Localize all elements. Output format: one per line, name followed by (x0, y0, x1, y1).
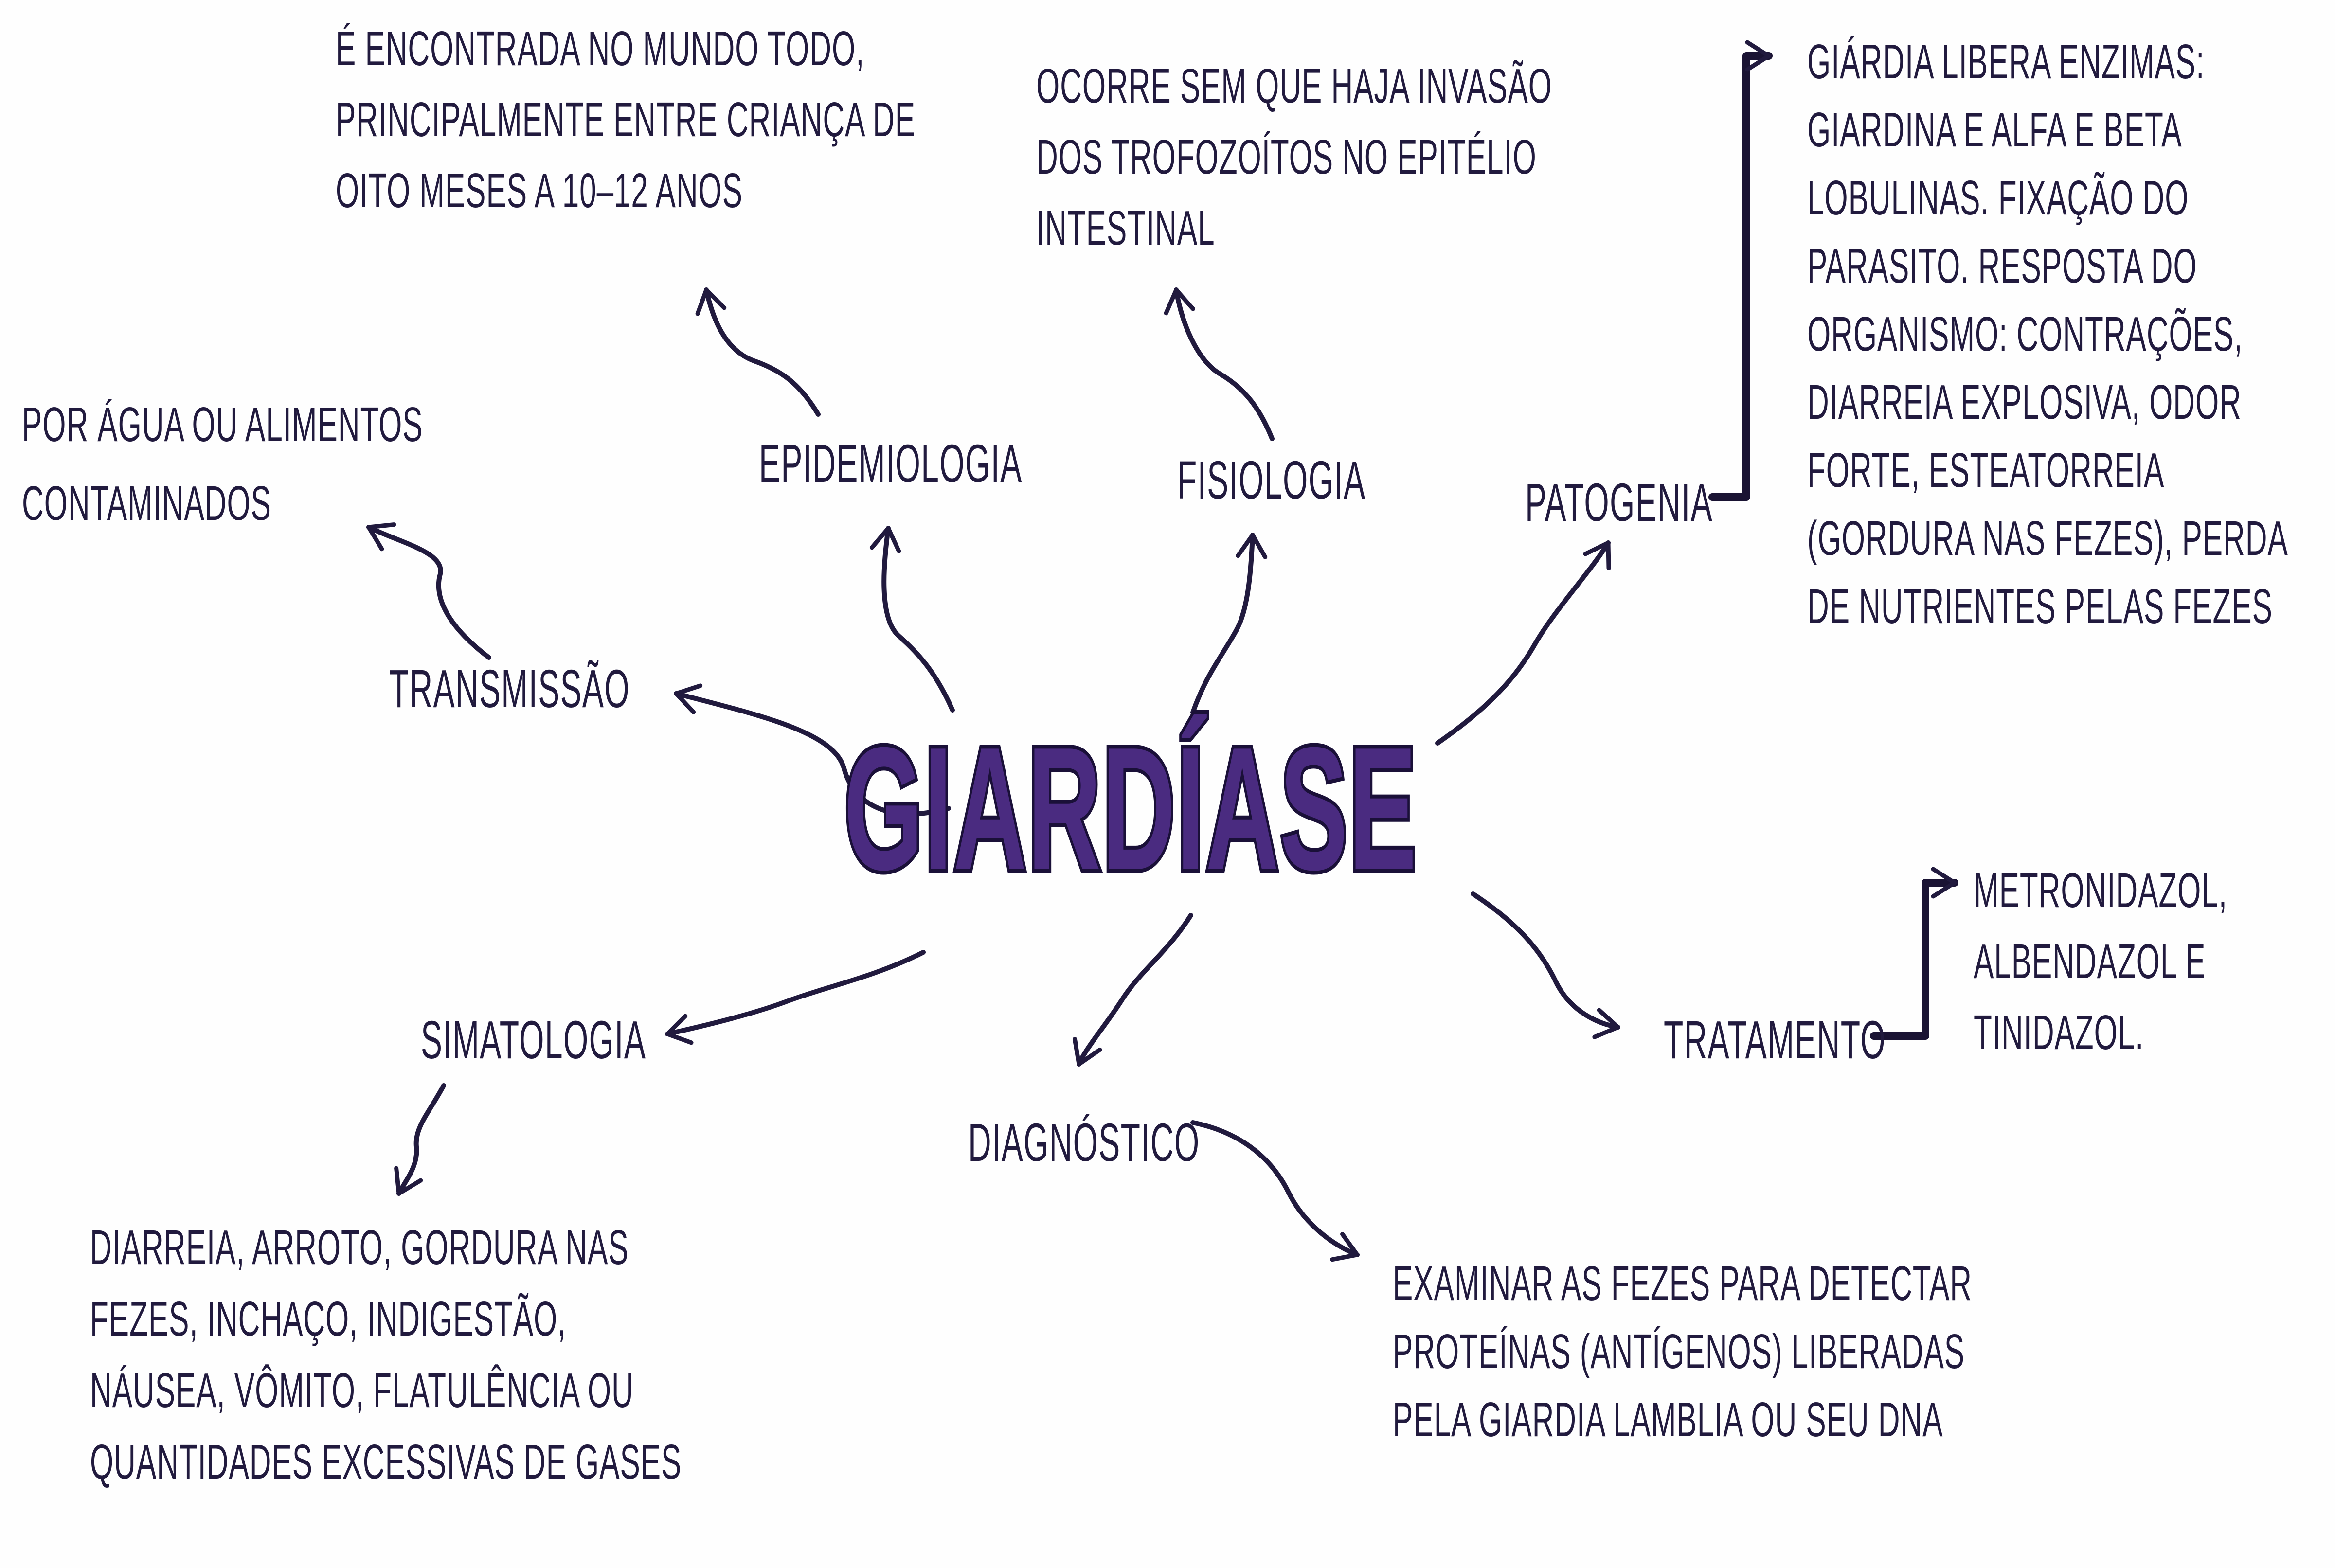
note-line: INTESTINAL (1036, 201, 1215, 255)
note-patogenia: GIÁRDIA LIBERA ENZIMAS: GIARDINA E ALFA … (1807, 28, 2288, 641)
arrow-transmissao-to-note (366, 522, 491, 660)
note-line: DOS TROFOZOÍTOS NO EPITÉLIO (1036, 130, 1537, 184)
note-line: DE NUTRIENTES PELAS FEZES (1807, 579, 2273, 634)
branch-simatologia: SIMATOLOGIA (421, 1010, 647, 1070)
arrow-fisiologia-to-note (1164, 287, 1275, 441)
note-line: LOBULINAS. FIXAÇÃO DO (1807, 171, 2189, 225)
arrow-epidemiologia-to-note (695, 287, 821, 417)
arrow-diagnostico-to-note (1190, 1120, 1360, 1262)
central-topic-text: GIARDÍASE (844, 711, 1418, 907)
branch-fisiologia: FISIOLOGIA (1177, 450, 1366, 510)
note-line: PELA GIARDIA LAMBLIA OU SEU DNA (1393, 1392, 1943, 1447)
note-line: CONTAMINADOS (22, 476, 271, 531)
connector-patogenia-to-note (1708, 40, 1773, 501)
arrow-simatologia-to-note (394, 1083, 446, 1196)
arrow-center-to-epidemiologia (869, 526, 955, 713)
note-line: ORGANISMO: CONTRAÇÕES, (1807, 307, 2243, 361)
note-line: QUANTIDADES EXCESSIVAS DE GASES (90, 1435, 682, 1489)
note-line: GIÁRDIA LIBERA ENZIMAS: (1807, 35, 2205, 89)
note-line: DIARREIA, ARROTO, GORDURA NAS (90, 1220, 629, 1275)
note-diagnostico: EXAMINAR AS FEZES PARA DETECTAR PROTEÍNA… (1393, 1249, 1972, 1454)
note-transmissao: POR ÁGUA OU ALIMENTOS CONTAMINADOS (22, 385, 423, 543)
note-line: PROTEÍNAS (ANTÍGENOS) LIBERADAS (1393, 1324, 1965, 1379)
branch-diagnostico: DIAGNÓSTICO (968, 1113, 1200, 1173)
arrow-center-to-simatologia (665, 950, 926, 1045)
note-line: OCORRE SEM QUE HAJA INVASÃO (1036, 59, 1552, 113)
arrow-center-to-patogenia (1435, 540, 1611, 746)
arrow-center-to-tratamento (1471, 891, 1620, 1039)
connector-tratamento-to-note (1870, 867, 1958, 1040)
note-simatologia: DIARREIA, ARROTO, GORDURA NAS FEZES, INC… (90, 1212, 682, 1498)
note-line: É ENCONTRADA NO MUNDO TODO, (336, 21, 865, 76)
branch-tratamento: TRATAMENTO (1664, 1010, 1886, 1070)
note-line: METRONIDAZOL, (1974, 863, 2227, 918)
arrow-center-to-diagnostico (1072, 913, 1193, 1067)
note-line: NÁUSEA, VÔMITO, FLATULÊNCIA OU (90, 1363, 634, 1418)
note-line: FORTE, ESTEATORREIA (1807, 443, 2165, 498)
note-line: GIARDINA E ALFA E BETA (1807, 103, 2182, 157)
arrow-center-to-fisiologia (1190, 533, 1268, 715)
note-line: TINIDAZOL. (1974, 1005, 2144, 1060)
branch-patogenia: PATOGENIA (1525, 473, 1713, 533)
note-line: PARASITO. RESPOSTA DO (1807, 239, 2197, 293)
branch-transmissao: TRANSMISSÃO (389, 659, 630, 719)
note-line: OITO MESES A 10–12 ANOS (336, 163, 743, 218)
note-fisiologia: OCORRE SEM QUE HAJA INVASÃO DOS TROFOZOÍ… (1036, 51, 1552, 264)
arrow-center-to-transmissao (674, 683, 951, 817)
note-line: (GORDURA NAS FEZES), PERDA (1807, 511, 2288, 566)
branch-epidemiologia: EPIDEMIOLOGIA (759, 434, 1023, 494)
note-line: FEZES, INCHAÇO, INDIGESTÃO, (90, 1292, 567, 1346)
note-tratamento: METRONIDAZOL, ALBENDAZOL E TINIDAZOL. (1974, 855, 2227, 1068)
central-topic-outline: GIARDÍASE (842, 711, 1419, 907)
note-line: DIARREIA EXPLOSIVA, ODOR (1807, 375, 2242, 429)
note-line: ALBENDAZOL E (1974, 934, 2206, 989)
note-line: POR ÁGUA OU ALIMENTOS (22, 397, 423, 452)
note-line: EXAMINAR AS FEZES PARA DETECTAR (1393, 1256, 1973, 1311)
note-line: PRINCIPALMENTE ENTRE CRIANÇA DE (336, 92, 916, 147)
note-epidemiologia: É ENCONTRADA NO MUNDO TODO, PRINCIPALMEN… (336, 13, 916, 226)
